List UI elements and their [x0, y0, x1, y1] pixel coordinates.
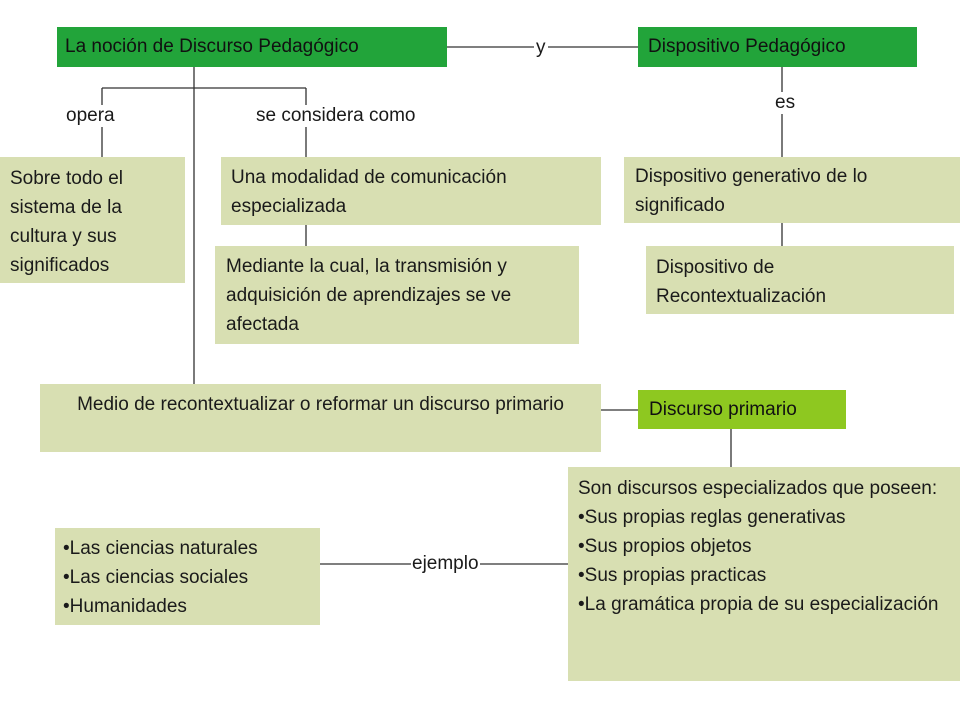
- node-especializados: Son discursos especializados que poseen:…: [568, 467, 960, 681]
- node-modalidad-text: Una modalidad de comunicación especializ…: [231, 167, 507, 217]
- node-recontextualizacion-text: Dispositivo de Recontextualización: [656, 257, 827, 307]
- list-item: Las ciencias naturales: [63, 534, 312, 563]
- node-generativo: Dispositivo generativo de lo significado: [624, 157, 960, 223]
- list-item: Sus propios objetos: [578, 532, 950, 561]
- node-sobre-todo: Sobre todo el sistema de la cultura y su…: [0, 157, 185, 283]
- list-item: Sus propias practicas: [578, 561, 950, 590]
- list-item: Humanidades: [63, 592, 312, 621]
- node-medio-text: Medio de recontextualizar o reformar un …: [77, 394, 564, 415]
- link-label-y: y: [534, 37, 548, 59]
- link-label-opera: opera: [66, 105, 115, 127]
- node-dispositivo-pedagogico-text: Dispositivo Pedagógico: [648, 36, 846, 57]
- list-item: La gramática propia de su especializació…: [578, 590, 950, 619]
- list-item: Sus propias reglas generativas: [578, 503, 950, 532]
- node-mediante: Mediante la cual, la transmisión y adqui…: [215, 246, 579, 344]
- link-label-se-considera: se considera como: [256, 105, 416, 127]
- ejemplos-list: Las ciencias naturales Las ciencias soci…: [63, 534, 312, 621]
- node-discurso-primario-text: Discurso primario: [649, 399, 797, 420]
- link-label-es: es: [775, 92, 796, 114]
- node-sobre-todo-text: Sobre todo el sistema de la cultura y su…: [10, 168, 124, 276]
- especializados-list: Sus propias reglas generativas Sus propi…: [578, 503, 950, 619]
- node-modalidad: Una modalidad de comunicación especializ…: [221, 157, 601, 225]
- node-discurso-pedagogico: La noción de Discurso Pedagógico: [57, 27, 447, 67]
- node-especializados-intro: Son discursos especializados que poseen:: [578, 478, 938, 499]
- node-medio: Medio de recontextualizar o reformar un …: [40, 384, 601, 452]
- node-ejemplos: Las ciencias naturales Las ciencias soci…: [55, 528, 320, 625]
- link-label-ejemplo: ejemplo: [411, 553, 480, 575]
- node-generativo-text: Dispositivo generativo de lo significado: [635, 166, 868, 216]
- node-dispositivo-pedagogico: Dispositivo Pedagógico: [638, 27, 917, 67]
- node-mediante-text: Mediante la cual, la transmisión y adqui…: [226, 256, 512, 335]
- node-recontextualizacion: Dispositivo de Recontextualización: [646, 246, 954, 314]
- node-discurso-primario: Discurso primario: [638, 390, 846, 429]
- node-discurso-pedagogico-text: La noción de Discurso Pedagógico: [65, 36, 359, 57]
- list-item: Las ciencias sociales: [63, 563, 312, 592]
